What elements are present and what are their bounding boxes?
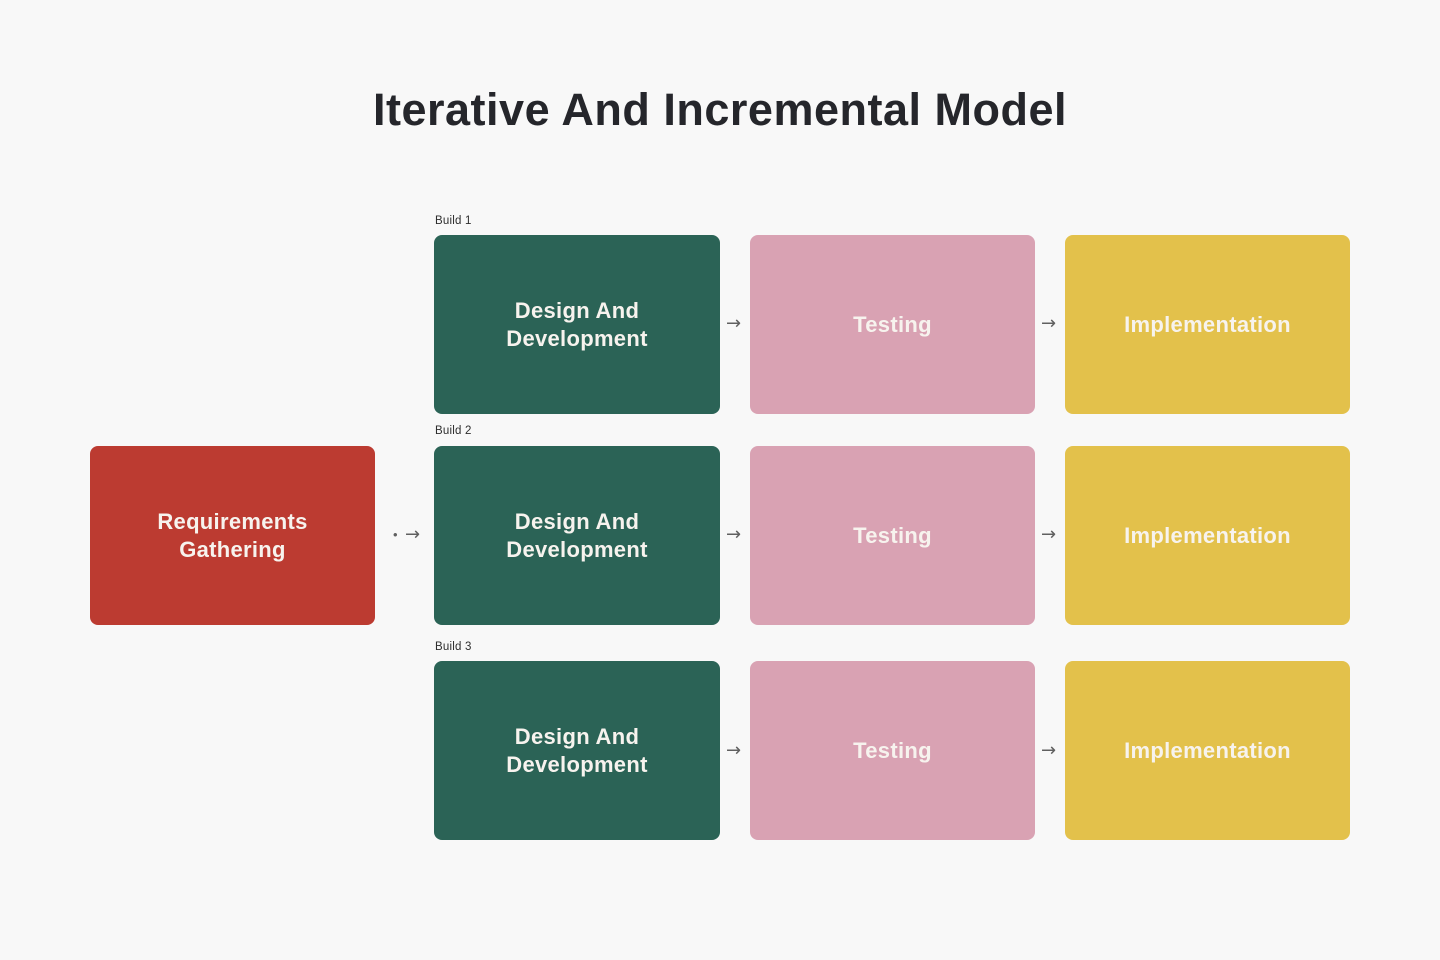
build-3-label: Build 3 [435, 641, 472, 653]
design-development-box-build-3: Design And Development [434, 661, 720, 840]
arrow-right-icon: → [1041, 313, 1057, 334]
arrow-right-icon: → [1041, 740, 1057, 761]
box-label: Testing [853, 737, 932, 763]
page-title: Iterative And Incremental Model [373, 84, 1067, 135]
box-label: Requirements Gathering [157, 508, 308, 562]
box-label: Design And Development [506, 723, 648, 777]
box-label: Testing [853, 522, 932, 548]
arrow-right-icon: → [726, 313, 742, 334]
box-label: Implementation [1124, 311, 1291, 337]
dot-icon: • [393, 527, 398, 542]
requirements-gathering-box: Requirements Gathering [90, 446, 375, 625]
testing-box-build-1: Testing [750, 235, 1035, 414]
box-label: Implementation [1124, 737, 1291, 763]
testing-box-build-2: Testing [750, 446, 1035, 625]
design-development-box-build-2: Design And Development [434, 446, 720, 625]
build-1-label: Build 1 [435, 215, 472, 227]
box-label: Implementation [1124, 522, 1291, 548]
arrow-right-icon: → [405, 524, 421, 545]
arrow-right-icon: → [726, 740, 742, 761]
design-development-box-build-1: Design And Development [434, 235, 720, 414]
implementation-box-build-1: Implementation [1065, 235, 1350, 414]
arrow-right-icon: → [1041, 524, 1057, 545]
implementation-box-build-3: Implementation [1065, 661, 1350, 840]
box-label: Design And Development [506, 297, 648, 351]
implementation-box-build-2: Implementation [1065, 446, 1350, 625]
testing-box-build-3: Testing [750, 661, 1035, 840]
build-2-label: Build 2 [435, 425, 472, 437]
box-label: Design And Development [506, 508, 648, 562]
arrow-right-icon: → [726, 524, 742, 545]
box-label: Testing [853, 311, 932, 337]
